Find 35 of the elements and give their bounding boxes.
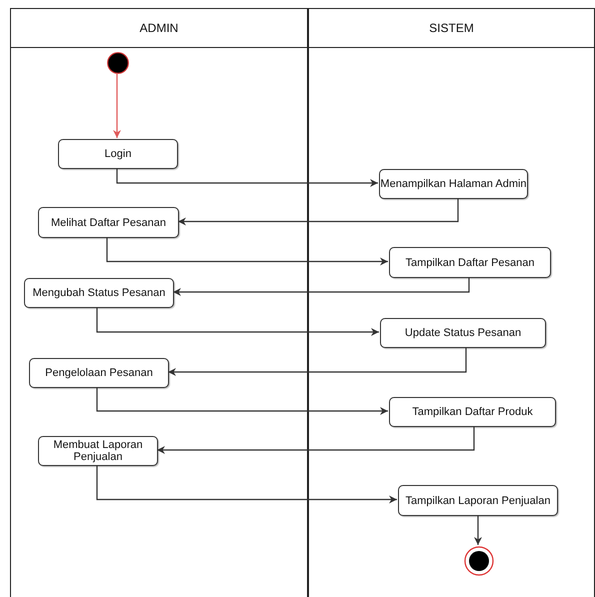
swimlane	[308, 8, 595, 597]
activity-label: Login	[104, 148, 132, 160]
arrow	[474, 515, 482, 545]
activity-box	[389, 247, 551, 278]
arrow	[116, 168, 378, 187]
activity-label: Membuat Laporan Penjualan	[52, 439, 144, 463]
activity-label: Mengubah Status Pesanan	[32, 287, 166, 299]
activity-box	[24, 278, 174, 308]
arrow	[106, 237, 388, 266]
arrow	[173, 277, 470, 296]
activity-label: Update Status Pesanan	[404, 327, 522, 339]
lane-title: SISTEM	[429, 22, 474, 34]
activity-box	[379, 169, 528, 199]
arrow	[96, 465, 397, 504]
activity-box	[38, 207, 179, 238]
activity-label: Tampilkan Daftar Pesanan	[405, 256, 534, 268]
activity-label: Menampilkan Halaman Admin	[380, 178, 527, 190]
activity-box	[38, 436, 158, 466]
activity-box	[58, 139, 178, 169]
activity-box	[398, 485, 558, 516]
activity-label: Tampilkan Laporan Penjualan	[406, 494, 550, 506]
arrow	[178, 198, 459, 226]
activity-label: Pengelolaan Pesanan	[45, 367, 153, 379]
arrow	[113, 73, 121, 138]
arrow	[168, 347, 467, 376]
swimlane	[10, 8, 308, 597]
activity-box	[389, 397, 556, 427]
arrow	[157, 426, 475, 454]
activity-label: Melihat Daftar Pesanan	[51, 216, 166, 228]
arrow	[96, 387, 388, 415]
arrow	[96, 307, 379, 336]
activity-label: Tampilkan Daftar Produk	[412, 406, 533, 418]
activity-box	[380, 318, 546, 348]
lane-title: ADMIN	[140, 22, 178, 34]
activity-box	[29, 358, 169, 388]
